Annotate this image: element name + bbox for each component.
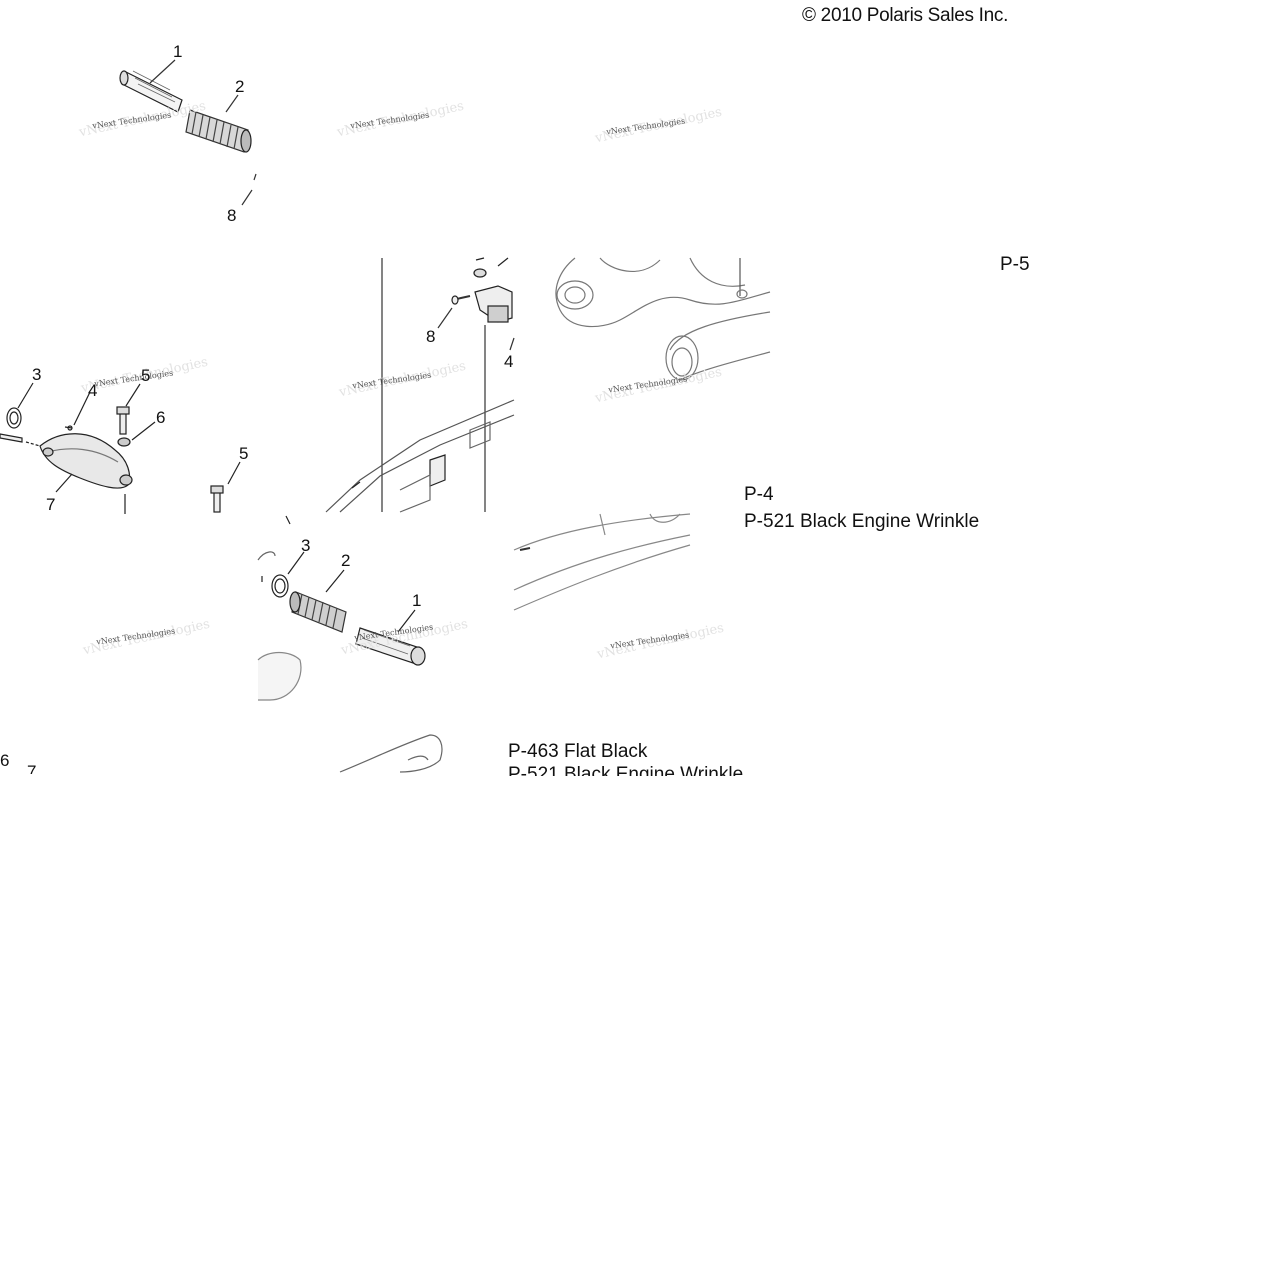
footpeg-rod-part-1-lower (355, 627, 426, 666)
swingarm-rail-lower (513, 513, 691, 611)
frame-rail (325, 399, 515, 513)
washer-part-3 (6, 407, 22, 429)
paint-legend-item: P-463 Flat Black (508, 741, 648, 762)
callout-6: 6 (0, 751, 10, 770)
paint-legend-item: P-521 Black Engine Wrinkle (508, 764, 744, 776)
callout-5: 5 (239, 444, 249, 463)
callout-3: 3 (301, 536, 311, 555)
bracket-bottom (339, 734, 443, 773)
callout-3: 3 (32, 365, 42, 384)
rubber-grip-part-2-lower (289, 591, 347, 633)
callout-1: 1 (173, 42, 183, 61)
callout-7: 7 (46, 495, 56, 514)
paint-code-label: P-4 (744, 484, 774, 505)
callout-6: 6 (156, 408, 166, 427)
swingarm-casting (555, 257, 771, 381)
copyright-notice: © 2010 Polaris Sales Inc. (802, 5, 1009, 26)
callout-2: 2 (235, 77, 245, 96)
callout-8: 8 (426, 327, 436, 346)
heel-guard-part-7 (39, 433, 133, 489)
callout-1: 1 (412, 591, 422, 610)
callout-7: 7 (27, 762, 37, 774)
footpeg-rod-part-1 (119, 70, 183, 113)
washer-part-3-lower (271, 574, 289, 598)
rubber-grip-part-2 (185, 109, 252, 153)
nut-part-6 (117, 437, 131, 447)
callout-4: 4 (88, 381, 98, 400)
paint-code-label: P-5 (1000, 254, 1030, 275)
bolt-part-5-b (210, 485, 224, 513)
bolt-part-5 (116, 406, 130, 435)
callout-4: 4 (504, 352, 514, 371)
callout-2: 2 (341, 551, 351, 570)
callout-8: 8 (227, 206, 237, 225)
callout-5: 5 (141, 366, 151, 385)
paint-legend-item: P-521 Black Engine Wrinkle (744, 511, 980, 532)
bracket-part-4 (473, 257, 513, 323)
